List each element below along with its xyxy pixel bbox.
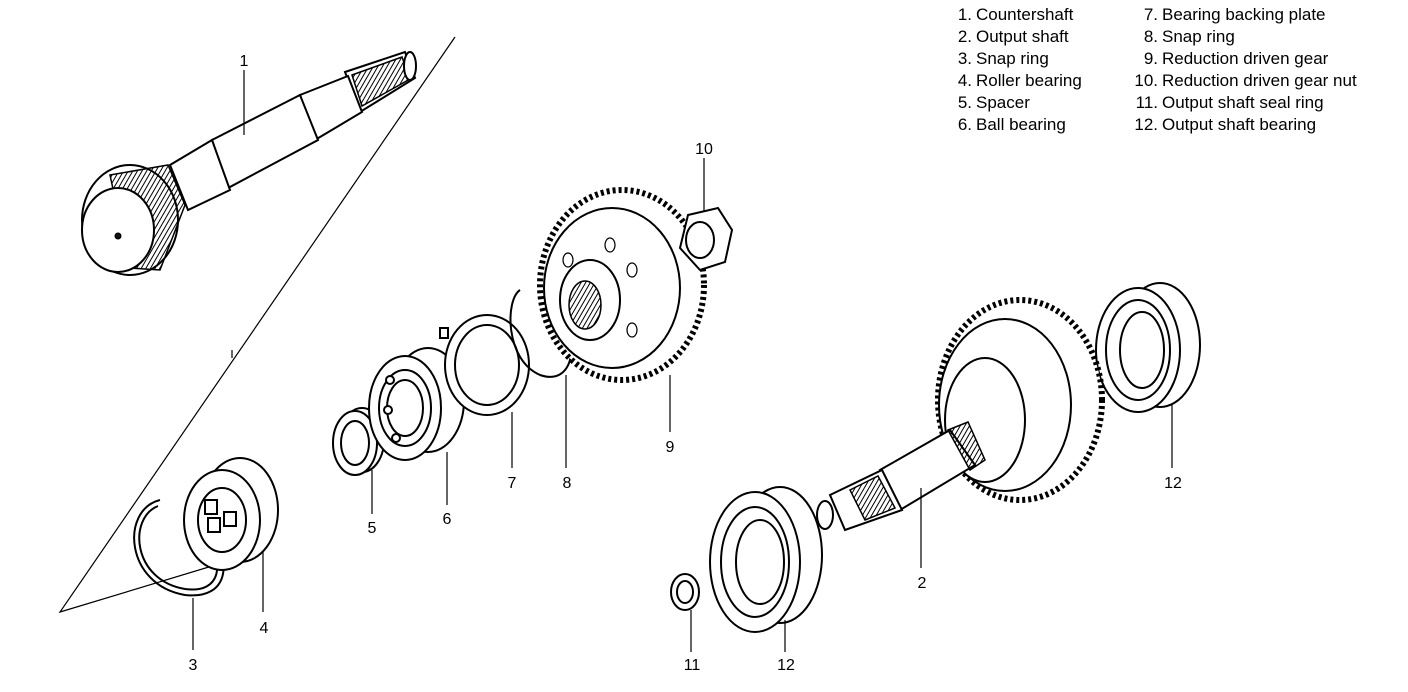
callout-12-right: 12 bbox=[1164, 475, 1182, 492]
legend-number: 3. bbox=[957, 49, 972, 68]
legend-item: 1.Countershaft bbox=[942, 4, 1117, 26]
callout-7: 7 bbox=[508, 475, 517, 492]
callout-10: 10 bbox=[695, 141, 713, 158]
legend-column-left: 1.Countershaft 2.Output shaft 3.Snap rin… bbox=[942, 4, 1117, 136]
legend-label: Output shaft seal ring bbox=[1162, 93, 1324, 112]
legend-number: 12. bbox=[1134, 115, 1158, 134]
callout-11: 11 bbox=[684, 657, 701, 674]
legend-label: Reduction driven gear nut bbox=[1162, 71, 1357, 90]
ball-bearing-part bbox=[368, 347, 465, 461]
callout-8: 8 bbox=[563, 475, 572, 492]
callout-2: 2 bbox=[918, 575, 927, 592]
legend-number: 4. bbox=[957, 71, 972, 90]
callout-6: 6 bbox=[443, 511, 452, 528]
legend-number: 5. bbox=[957, 93, 972, 112]
legend-item: 11.Output shaft seal ring bbox=[1120, 92, 1408, 114]
legend-label: Snap ring bbox=[1162, 27, 1235, 46]
legend-column-right: 7.Bearing backing plate 8.Snap ring 9.Re… bbox=[1120, 4, 1408, 136]
legend-item: 5.Spacer bbox=[942, 92, 1117, 114]
callout-1: 1 bbox=[240, 53, 249, 70]
legend-number: 2. bbox=[957, 27, 972, 46]
callout-5: 5 bbox=[368, 520, 377, 537]
callout-12-lower: 12 bbox=[777, 657, 795, 674]
legend-label: Output shaft bearing bbox=[1162, 115, 1317, 134]
legend-label: Snap ring bbox=[976, 49, 1049, 68]
legend-label: Roller bearing bbox=[976, 71, 1082, 90]
callout-4: 4 bbox=[260, 620, 269, 637]
legend-label: Countershaft bbox=[976, 5, 1074, 24]
backing-plate-part bbox=[439, 314, 530, 416]
assembly-frame bbox=[58, 36, 456, 614]
callouts: 1 2 3 4 5 6 7 8 9 10 11 12 12 bbox=[189, 53, 1182, 674]
legend-item: 9.Reduction driven gear bbox=[1120, 48, 1408, 70]
spacer-part bbox=[332, 407, 385, 476]
legend-number: 1. bbox=[957, 5, 972, 24]
legend-number: 7. bbox=[1143, 5, 1158, 24]
legend-number: 6. bbox=[957, 115, 972, 134]
legend-label: Reduction driven gear bbox=[1162, 49, 1329, 68]
countershaft-part bbox=[81, 50, 417, 276]
legend-label: Ball bearing bbox=[976, 115, 1066, 134]
output-shaft-part bbox=[816, 297, 1105, 532]
legend-item: 12.Output shaft bearing bbox=[1120, 114, 1408, 136]
reduction-driven-gear-part bbox=[537, 187, 707, 383]
legend-item: 3.Snap ring bbox=[942, 48, 1117, 70]
seal-ring-part bbox=[670, 573, 700, 611]
callout-9: 9 bbox=[666, 439, 675, 456]
legend-item: 10.Reduction driven gear nut bbox=[1120, 70, 1408, 92]
legend-item: 6.Ball bearing bbox=[942, 114, 1117, 136]
legend-label: Output shaft bbox=[976, 27, 1069, 46]
legend-number: 10. bbox=[1134, 71, 1158, 90]
legend-item: 8.Snap ring bbox=[1120, 26, 1408, 48]
legend-number: 8. bbox=[1143, 27, 1158, 46]
roller-bearing-part bbox=[183, 457, 279, 571]
legend-number: 9. bbox=[1143, 49, 1158, 68]
output-shaft-bearing-right bbox=[1095, 282, 1201, 413]
legend-item: 7.Bearing backing plate bbox=[1120, 4, 1408, 26]
legend-label: Spacer bbox=[976, 93, 1030, 112]
legend-label: Bearing backing plate bbox=[1162, 5, 1326, 24]
legend-item: 2.Output shaft bbox=[942, 26, 1117, 48]
leader-lines bbox=[192, 70, 1173, 652]
output-shaft-bearing-lower bbox=[709, 486, 823, 633]
reduction-gear-nut-part bbox=[678, 206, 734, 272]
callout-3: 3 bbox=[189, 657, 198, 674]
legend-number: 11. bbox=[1135, 93, 1158, 112]
legend-item: 4.Roller bearing bbox=[942, 70, 1117, 92]
